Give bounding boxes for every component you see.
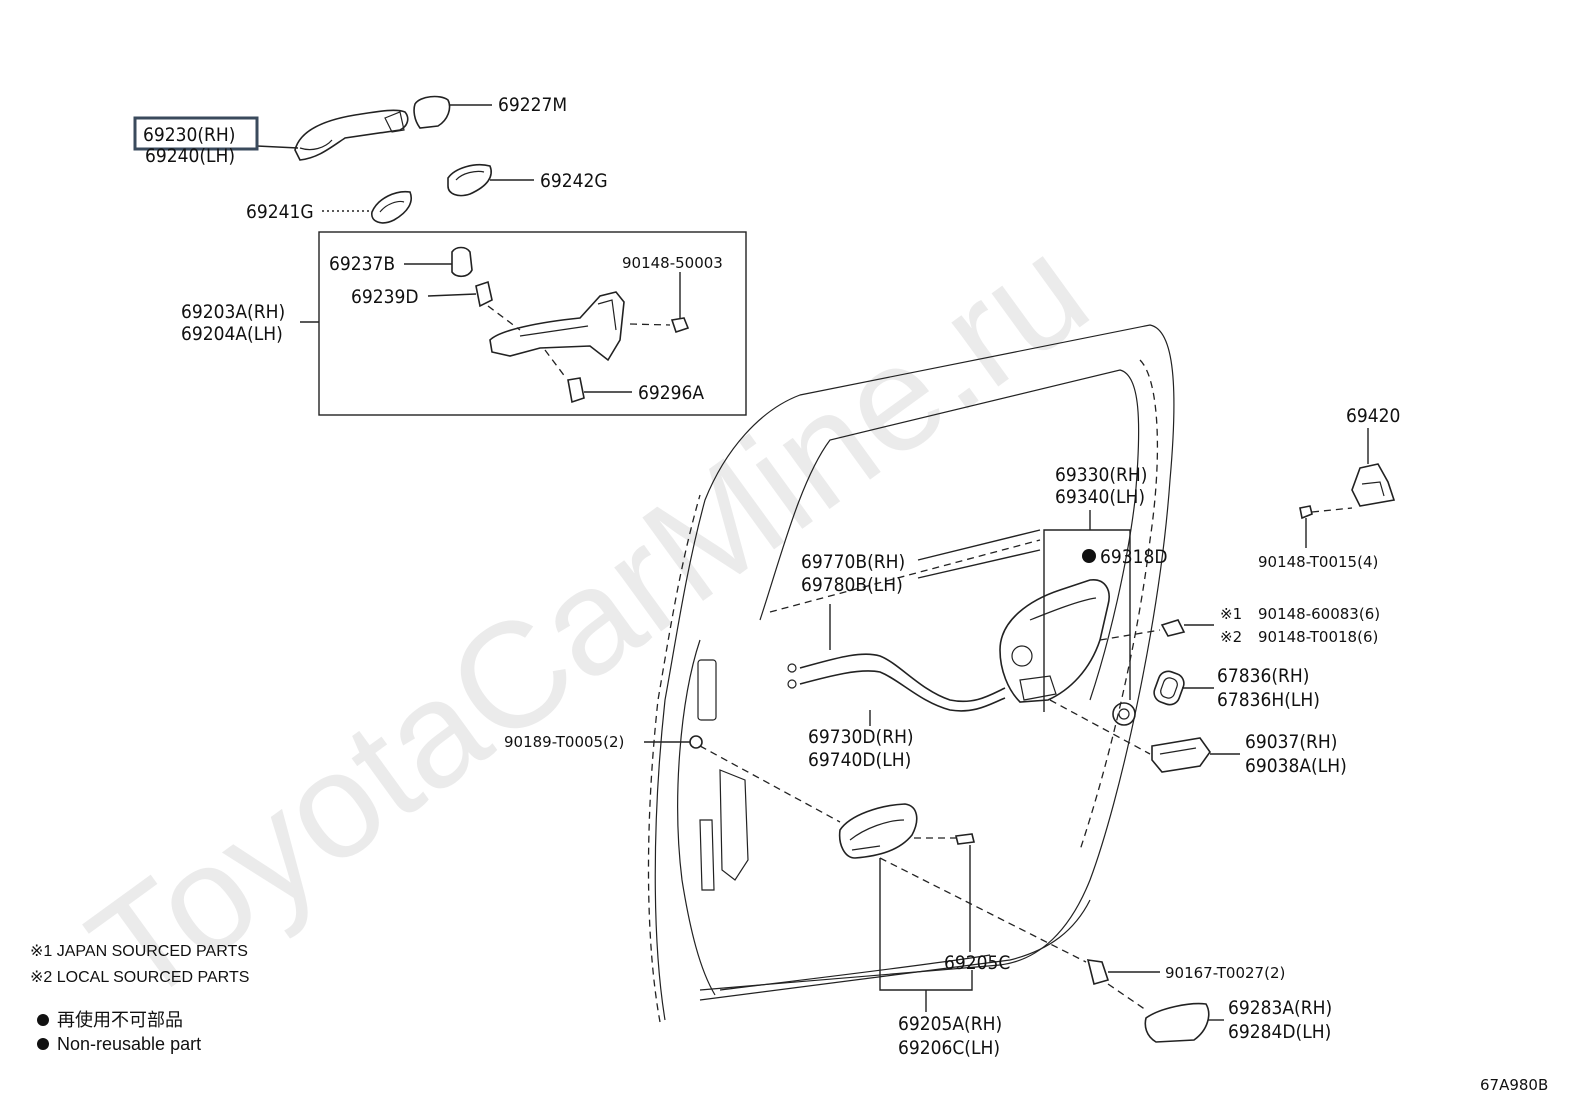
label-69242G[interactable]: 69242G xyxy=(540,170,608,192)
handle-pad-front-part xyxy=(371,190,412,224)
label-69318D[interactable]: 69318D xyxy=(1100,546,1168,568)
inside-handle-bezel-part xyxy=(1144,1002,1210,1043)
door-lock-part xyxy=(999,579,1110,703)
legend-bullet-icon xyxy=(37,1038,49,1050)
label-90148-T0015[interactable]: 90148-T0015(4) xyxy=(1258,553,1378,571)
striker-group xyxy=(1299,428,1396,548)
legend: ※1 JAPAN SOURCED PARTS ※2 LOCAL SOURCED … xyxy=(30,943,249,1054)
label-69230[interactable]: 69230(RH) xyxy=(143,124,235,146)
label-69330[interactable]: 69330(RH) xyxy=(1055,464,1147,486)
legend-nonreusable-jp: 再使用不可部品 xyxy=(57,1010,183,1030)
handle-frame-part xyxy=(489,291,625,362)
label-69204A[interactable]: 69204A(LH) xyxy=(181,323,283,345)
label-69340[interactable]: 69340(LH) xyxy=(1055,486,1145,508)
inside-handle-group xyxy=(644,735,1224,1043)
door-panel-outline xyxy=(647,324,1175,1023)
outside-handle-part xyxy=(294,109,409,161)
label-90148-T0018[interactable]: 90148-T0018(6) xyxy=(1258,628,1378,646)
label-69205C[interactable]: 69205C xyxy=(944,952,1010,974)
label-69037[interactable]: 69037(RH) xyxy=(1245,731,1337,753)
lock-cable-group xyxy=(787,529,1041,726)
handle-cap-part xyxy=(413,95,451,129)
label-69203A[interactable]: 69203A(RH) xyxy=(181,301,285,323)
mark-2: ※2 xyxy=(1220,628,1242,646)
label-69284D[interactable]: 69284D(LH) xyxy=(1228,1021,1331,1043)
label-67836[interactable]: 67836(RH) xyxy=(1217,665,1309,687)
label-69740D[interactable]: 69740D(LH) xyxy=(808,749,911,771)
label-90148-60083[interactable]: 90148-60083(6) xyxy=(1258,605,1380,623)
highlight-box[interactable] xyxy=(133,116,259,151)
mark-1: ※1 xyxy=(1220,605,1242,623)
handle-pad-rear-part xyxy=(447,163,492,197)
inside-handle-part xyxy=(838,803,918,859)
label-69770B[interactable]: 69770B(RH) xyxy=(801,551,905,573)
nonreusable-dot-69318D xyxy=(1082,549,1096,563)
label-69780B[interactable]: 69780B(LH) xyxy=(801,574,903,596)
label-69283A[interactable]: 69283A(RH) xyxy=(1228,997,1332,1019)
label-69730D[interactable]: 69730D(RH) xyxy=(808,726,914,748)
label-69237B[interactable]: 69237B xyxy=(329,253,395,275)
handle-frame-assembly-box xyxy=(300,231,747,416)
door-striker-part xyxy=(1351,463,1396,507)
label-69038A[interactable]: 69038A(LH) xyxy=(1245,755,1347,777)
label-90189-T0005[interactable]: 90189-T0005(2) xyxy=(504,733,624,751)
legend-note-japan: ※1 JAPAN SOURCED PARTS xyxy=(30,943,248,960)
label-90167-T0027[interactable]: 90167-T0027(2) xyxy=(1165,964,1285,982)
label-67836H[interactable]: 67836H(LH) xyxy=(1217,689,1320,711)
label-69240[interactable]: 69240(LH) xyxy=(145,145,235,167)
label-69205A[interactable]: 69205A(RH) xyxy=(898,1013,1002,1035)
legend-bullet-icon xyxy=(37,1014,49,1026)
lock-cover-part xyxy=(1151,737,1211,773)
label-69227M[interactable]: 69227M xyxy=(498,94,567,116)
door-lock-group xyxy=(999,510,1240,773)
label-69420[interactable]: 69420 xyxy=(1346,405,1400,427)
legend-note-local: ※2 LOCAL SOURCED PARTS xyxy=(30,969,249,986)
label-90148-50003[interactable]: 90148-50003 xyxy=(622,254,723,272)
label-69241G[interactable]: 69241G xyxy=(246,201,314,223)
outside-handle-group xyxy=(256,95,534,224)
figure-code: 67A980B xyxy=(1480,1076,1548,1094)
legend-nonreusable-en: Non-reusable part xyxy=(57,1034,201,1054)
label-69296A[interactable]: 69296A xyxy=(638,382,704,404)
label-69239D[interactable]: 69239D xyxy=(351,286,419,308)
lock-cable-part xyxy=(799,653,1006,703)
label-69206C[interactable]: 69206C(LH) xyxy=(898,1037,1000,1059)
